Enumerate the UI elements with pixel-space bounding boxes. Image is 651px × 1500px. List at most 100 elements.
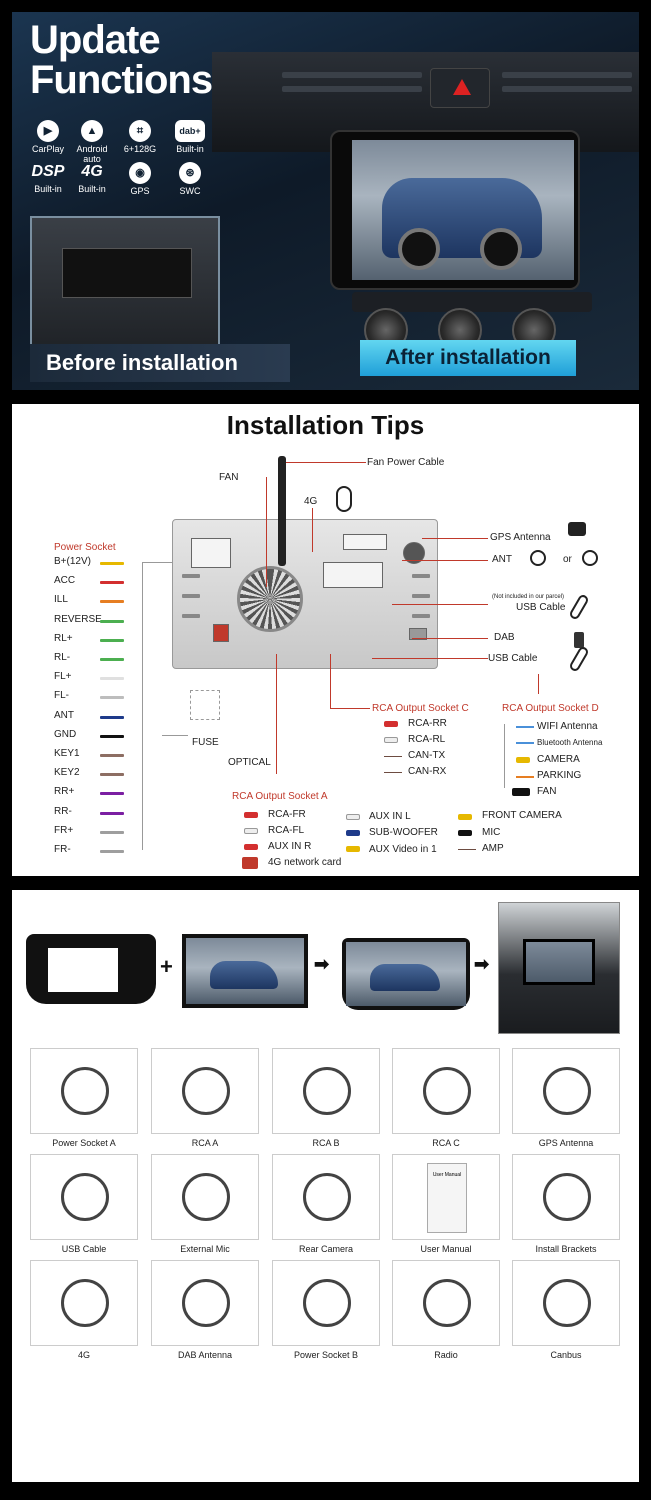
feature-gps: ◉GPS (120, 162, 160, 196)
rca-plug-white-icon (384, 737, 398, 743)
not-included-note: (Not included in our parcel) (492, 594, 565, 600)
power-pin-label: KEY1 (54, 748, 80, 759)
installed-car-image (498, 902, 620, 1034)
arrow-icon: ➡ (474, 954, 490, 974)
accessory-glyph-icon (182, 1067, 230, 1115)
rca-a3-item: MIC (482, 827, 501, 838)
power-pin-label: ACC (54, 575, 76, 587)
pin-wire-icon (100, 638, 124, 642)
accessory-image (151, 1260, 259, 1346)
rca-d-item: CAMERA (537, 754, 580, 765)
accessory-image (272, 1048, 380, 1134)
rca-c-item: RCA-RL (408, 734, 446, 745)
update-functions-banner: Update Functions ▶CarPlay ▲Android auto … (12, 12, 639, 390)
power-pin-label: RR- (54, 805, 72, 817)
installation-tips-title: Installation Tips (226, 410, 425, 440)
pointer-line (312, 508, 313, 552)
accessory-label: GPS Antenna (538, 1138, 594, 1148)
feature-swc: ⊛SWC (170, 162, 210, 196)
pointer-line (412, 638, 488, 639)
pin-wire-icon (100, 600, 124, 604)
pin-wire-icon (100, 792, 124, 796)
heatsink-fin (182, 574, 200, 578)
rca-a-item: AUX IN R (268, 841, 312, 852)
dab-label: DAB (494, 632, 515, 643)
rca-a-item: RCA-FL (268, 825, 305, 836)
climate-panel (352, 292, 592, 312)
power-pin-label: ILL (54, 594, 68, 606)
accessory-label: RCA B (312, 1138, 340, 1148)
pin-wire-icon (100, 696, 124, 700)
fan-power-cable-label: Fan Power Cable (367, 457, 445, 468)
ant-label: ANT (492, 554, 512, 565)
rca-plug-red-icon (244, 844, 258, 850)
accessory-glyph-icon (61, 1067, 109, 1115)
pin-wire-icon (100, 830, 124, 834)
power-pin-label: RR+ (54, 786, 75, 798)
power-pin-label: GND (54, 728, 77, 740)
accessory-label: RCA C (432, 1138, 460, 1148)
4g-label: 4G (304, 496, 318, 507)
accessory-image (512, 1154, 620, 1240)
accessory-item: RCA A (151, 1048, 259, 1148)
accessory-item: Canbus (512, 1260, 620, 1360)
accessory-label: Rear Camera (298, 1244, 354, 1254)
cooling-fan-icon (237, 566, 303, 632)
pin-wire-icon (100, 754, 124, 757)
assembled-unit-image (342, 938, 470, 1010)
wire-icon (384, 772, 402, 773)
air-vent (502, 86, 632, 92)
rca-plug-red-icon (384, 721, 398, 727)
dab-port-icon (409, 628, 427, 640)
accessory-glyph-icon (182, 1173, 230, 1221)
usb-cable-icon (568, 645, 590, 673)
head-unit-image (182, 934, 308, 1008)
gps-antenna-label: GPS Antenna (490, 532, 551, 543)
gps-icon: ◉ (129, 162, 151, 184)
accessory-item: Install Brackets (512, 1154, 620, 1254)
pin-wire-icon (100, 658, 124, 661)
accessory-item: External Mic (151, 1154, 259, 1254)
pointer-line (392, 604, 488, 605)
head-unit-screen (330, 130, 580, 290)
dab-connector-icon (574, 632, 584, 648)
usb-cable-label-2: USB Cable (488, 653, 538, 664)
accessory-image (272, 1260, 380, 1346)
pin-wire-icon (100, 562, 124, 565)
fuse-line (162, 735, 188, 736)
pointer-line (330, 654, 331, 708)
installation-tips-panel: Installation Tips Fan Power Cable FAN 4G… (12, 404, 639, 876)
after-installation-label: After installation (360, 340, 576, 376)
rca-a-item: RCA-FR (268, 809, 306, 820)
accessory-item: Radio (392, 1260, 500, 1360)
or-label: or (563, 554, 572, 565)
antenna-plug-icon (582, 550, 598, 566)
accessory-item: RCA B (272, 1048, 380, 1148)
air-vent (282, 72, 422, 78)
rca-c-item: RCA-RR (408, 718, 447, 729)
carplay-icon: ▶ (37, 120, 59, 142)
stock-radio (62, 248, 192, 298)
accessory-image (512, 1260, 620, 1346)
plus-symbol: + (160, 954, 173, 979)
accessory-glyph-icon (303, 1279, 351, 1327)
optical-label: OPTICAL (228, 757, 271, 768)
heatsink-fin (412, 614, 430, 618)
accessory-label: Radio (434, 1350, 458, 1360)
pointer-line (286, 462, 366, 463)
accessory-label: DAB Antenna (177, 1350, 233, 1360)
rca-plug-blue-icon (346, 830, 360, 836)
accessory-image: User Manual (392, 1154, 500, 1240)
power-pin-label: KEY2 (54, 767, 80, 779)
feature-dab: dab+Built-in (170, 120, 210, 154)
rca-plug-white-icon (346, 814, 360, 820)
accessory-label: Power Socket B (293, 1350, 359, 1360)
connector-rca (323, 562, 383, 588)
fuse-icon (190, 690, 220, 720)
rca-c-title: RCA Output Socket C (372, 703, 469, 714)
accessory-item: GPS Antenna (512, 1048, 620, 1148)
accessory-label: External Mic (180, 1244, 230, 1254)
gps-port-icon (403, 542, 425, 564)
rca-a3-item: FRONT CAMERA (482, 810, 562, 821)
accessory-image (30, 1154, 138, 1240)
